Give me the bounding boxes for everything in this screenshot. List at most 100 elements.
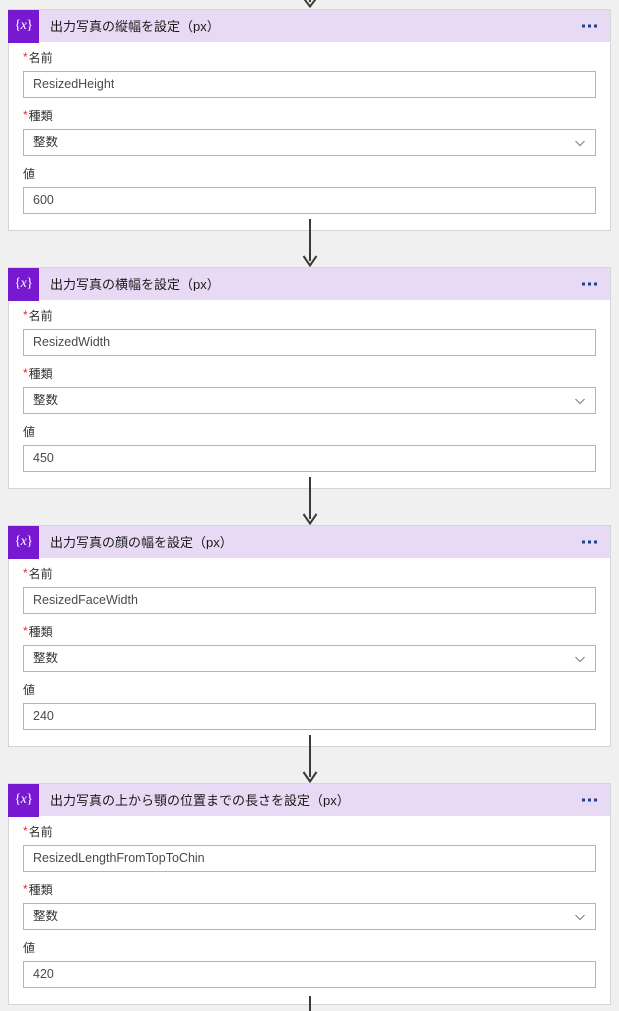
menu-dot (582, 540, 585, 544)
type-select-value: 整数 (33, 136, 59, 149)
icon-variable-x: x (20, 18, 27, 33)
field-label-text: 種類 (28, 625, 53, 639)
field-name: *名前 ResizedHeight (23, 51, 596, 98)
name-input-value: ResizedHeight (33, 78, 115, 91)
name-input[interactable]: ResizedFaceWidth (23, 587, 596, 614)
field-label-type: *種類 (23, 109, 596, 124)
field-label-type: *種類 (23, 367, 596, 382)
value-input-value: 450 (33, 452, 54, 465)
icon-brace-close: } (26, 276, 33, 291)
required-asterisk: * (23, 824, 28, 838)
variable-icon: {x} (8, 267, 39, 301)
field-label-value: 値 (23, 167, 596, 182)
chevron-down-icon[interactable] (574, 395, 586, 407)
type-select[interactable]: 整数 (23, 387, 596, 414)
field-label-name: *名前 (23, 51, 596, 66)
field-label-value: 値 (23, 941, 596, 956)
icon-brace-close: } (26, 18, 33, 33)
card-overflow-menu-icon[interactable] (579, 21, 600, 32)
required-asterisk: * (23, 624, 28, 638)
card-header[interactable]: {x} 出力写真の顔の幅を設定（px） (8, 525, 611, 559)
flow-step-card[interactable]: {x} 出力写真の上から顎の位置までの長さを設定（px） *名前 Resized… (8, 783, 611, 1005)
card-body: *名前 ResizedFaceWidth *種類 整数 値 240 (9, 558, 610, 746)
value-input[interactable]: 450 (23, 445, 596, 472)
field-type: *種類 整数 (23, 625, 596, 672)
field-value: 値 240 (23, 683, 596, 730)
chevron-down-icon[interactable] (574, 911, 586, 923)
field-value: 値 420 (23, 941, 596, 988)
field-type: *種類 整数 (23, 367, 596, 414)
flow-step-card[interactable]: {x} 出力写真の縦幅を設定（px） *名前 ResizedHeight *種類… (8, 9, 611, 231)
menu-dot (588, 282, 591, 286)
variable-icon: {x} (8, 9, 39, 43)
field-label-text: 種類 (28, 109, 53, 123)
value-input-value: 600 (33, 194, 54, 207)
card-header[interactable]: {x} 出力写真の横幅を設定（px） (8, 267, 611, 301)
menu-dot (588, 24, 591, 28)
field-label-text: 名前 (28, 825, 53, 839)
icon-brace-close: } (26, 792, 33, 807)
field-label-text: 種類 (28, 367, 53, 381)
field-label-text: 値 (23, 683, 36, 697)
card-title: 出力写真の横幅を設定（px） (50, 277, 220, 291)
name-input[interactable]: ResizedLengthFromTopToChin (23, 845, 596, 872)
type-select-value: 整数 (33, 394, 59, 407)
required-asterisk: * (23, 566, 28, 580)
name-input[interactable]: ResizedHeight (23, 71, 596, 98)
variable-icon: {x} (8, 783, 39, 817)
card-overflow-menu-icon[interactable] (579, 537, 600, 548)
type-select[interactable]: 整数 (23, 903, 596, 930)
field-value: 値 450 (23, 425, 596, 472)
icon-variable-x: x (20, 792, 27, 807)
card-body: *名前 ResizedLengthFromTopToChin *種類 整数 値 … (9, 816, 610, 1004)
field-label-value: 値 (23, 683, 596, 698)
card-header[interactable]: {x} 出力写真の縦幅を設定（px） (8, 9, 611, 43)
required-asterisk: * (23, 882, 28, 896)
type-select[interactable]: 整数 (23, 645, 596, 672)
field-name: *名前 ResizedWidth (23, 309, 596, 356)
variable-icon: {x} (8, 525, 39, 559)
menu-dot (594, 540, 597, 544)
menu-dot (588, 540, 591, 544)
field-label-value: 値 (23, 425, 596, 440)
type-select[interactable]: 整数 (23, 129, 596, 156)
value-input[interactable]: 600 (23, 187, 596, 214)
card-header[interactable]: {x} 出力写真の上から顎の位置までの長さを設定（px） (8, 783, 611, 817)
type-select-value: 整数 (33, 652, 59, 665)
field-type: *種類 整数 (23, 883, 596, 930)
card-body: *名前 ResizedWidth *種類 整数 値 450 (9, 300, 610, 488)
menu-dot (594, 24, 597, 28)
icon-brace-close: } (26, 534, 33, 549)
field-label-name: *名前 (23, 567, 596, 582)
field-label-text: 名前 (28, 51, 53, 65)
card-overflow-menu-icon[interactable] (579, 795, 600, 806)
field-label-name: *名前 (23, 825, 596, 840)
name-input[interactable]: ResizedWidth (23, 329, 596, 356)
field-name: *名前 ResizedLengthFromTopToChin (23, 825, 596, 872)
card-overflow-menu-icon[interactable] (579, 279, 600, 290)
flow-step-card[interactable]: {x} 出力写真の顔の幅を設定（px） *名前 ResizedFaceWidth… (8, 525, 611, 747)
card-body: *名前 ResizedHeight *種類 整数 値 600 (9, 42, 610, 230)
menu-dot (594, 282, 597, 286)
chevron-down-icon[interactable] (574, 137, 586, 149)
chevron-down-icon[interactable] (574, 653, 586, 665)
flow-step-card[interactable]: {x} 出力写真の横幅を設定（px） *名前 ResizedWidth *種類 … (8, 267, 611, 489)
icon-brace-open: { (14, 534, 21, 549)
value-input[interactable]: 240 (23, 703, 596, 730)
name-input-value: ResizedWidth (33, 336, 111, 349)
field-label-text: 値 (23, 941, 36, 955)
connector-line (308, 996, 311, 1011)
field-label-text: 値 (23, 167, 36, 181)
field-label-name: *名前 (23, 309, 596, 324)
field-value: 値 600 (23, 167, 596, 214)
value-input-value: 240 (33, 710, 54, 723)
value-input[interactable]: 420 (23, 961, 596, 988)
menu-dot (582, 24, 585, 28)
name-input-value: ResizedLengthFromTopToChin (33, 852, 205, 865)
icon-brace-open: { (14, 792, 21, 807)
icon-variable-x: x (20, 534, 27, 549)
field-type: *種類 整数 (23, 109, 596, 156)
field-label-text: 値 (23, 425, 36, 439)
field-name: *名前 ResizedFaceWidth (23, 567, 596, 614)
